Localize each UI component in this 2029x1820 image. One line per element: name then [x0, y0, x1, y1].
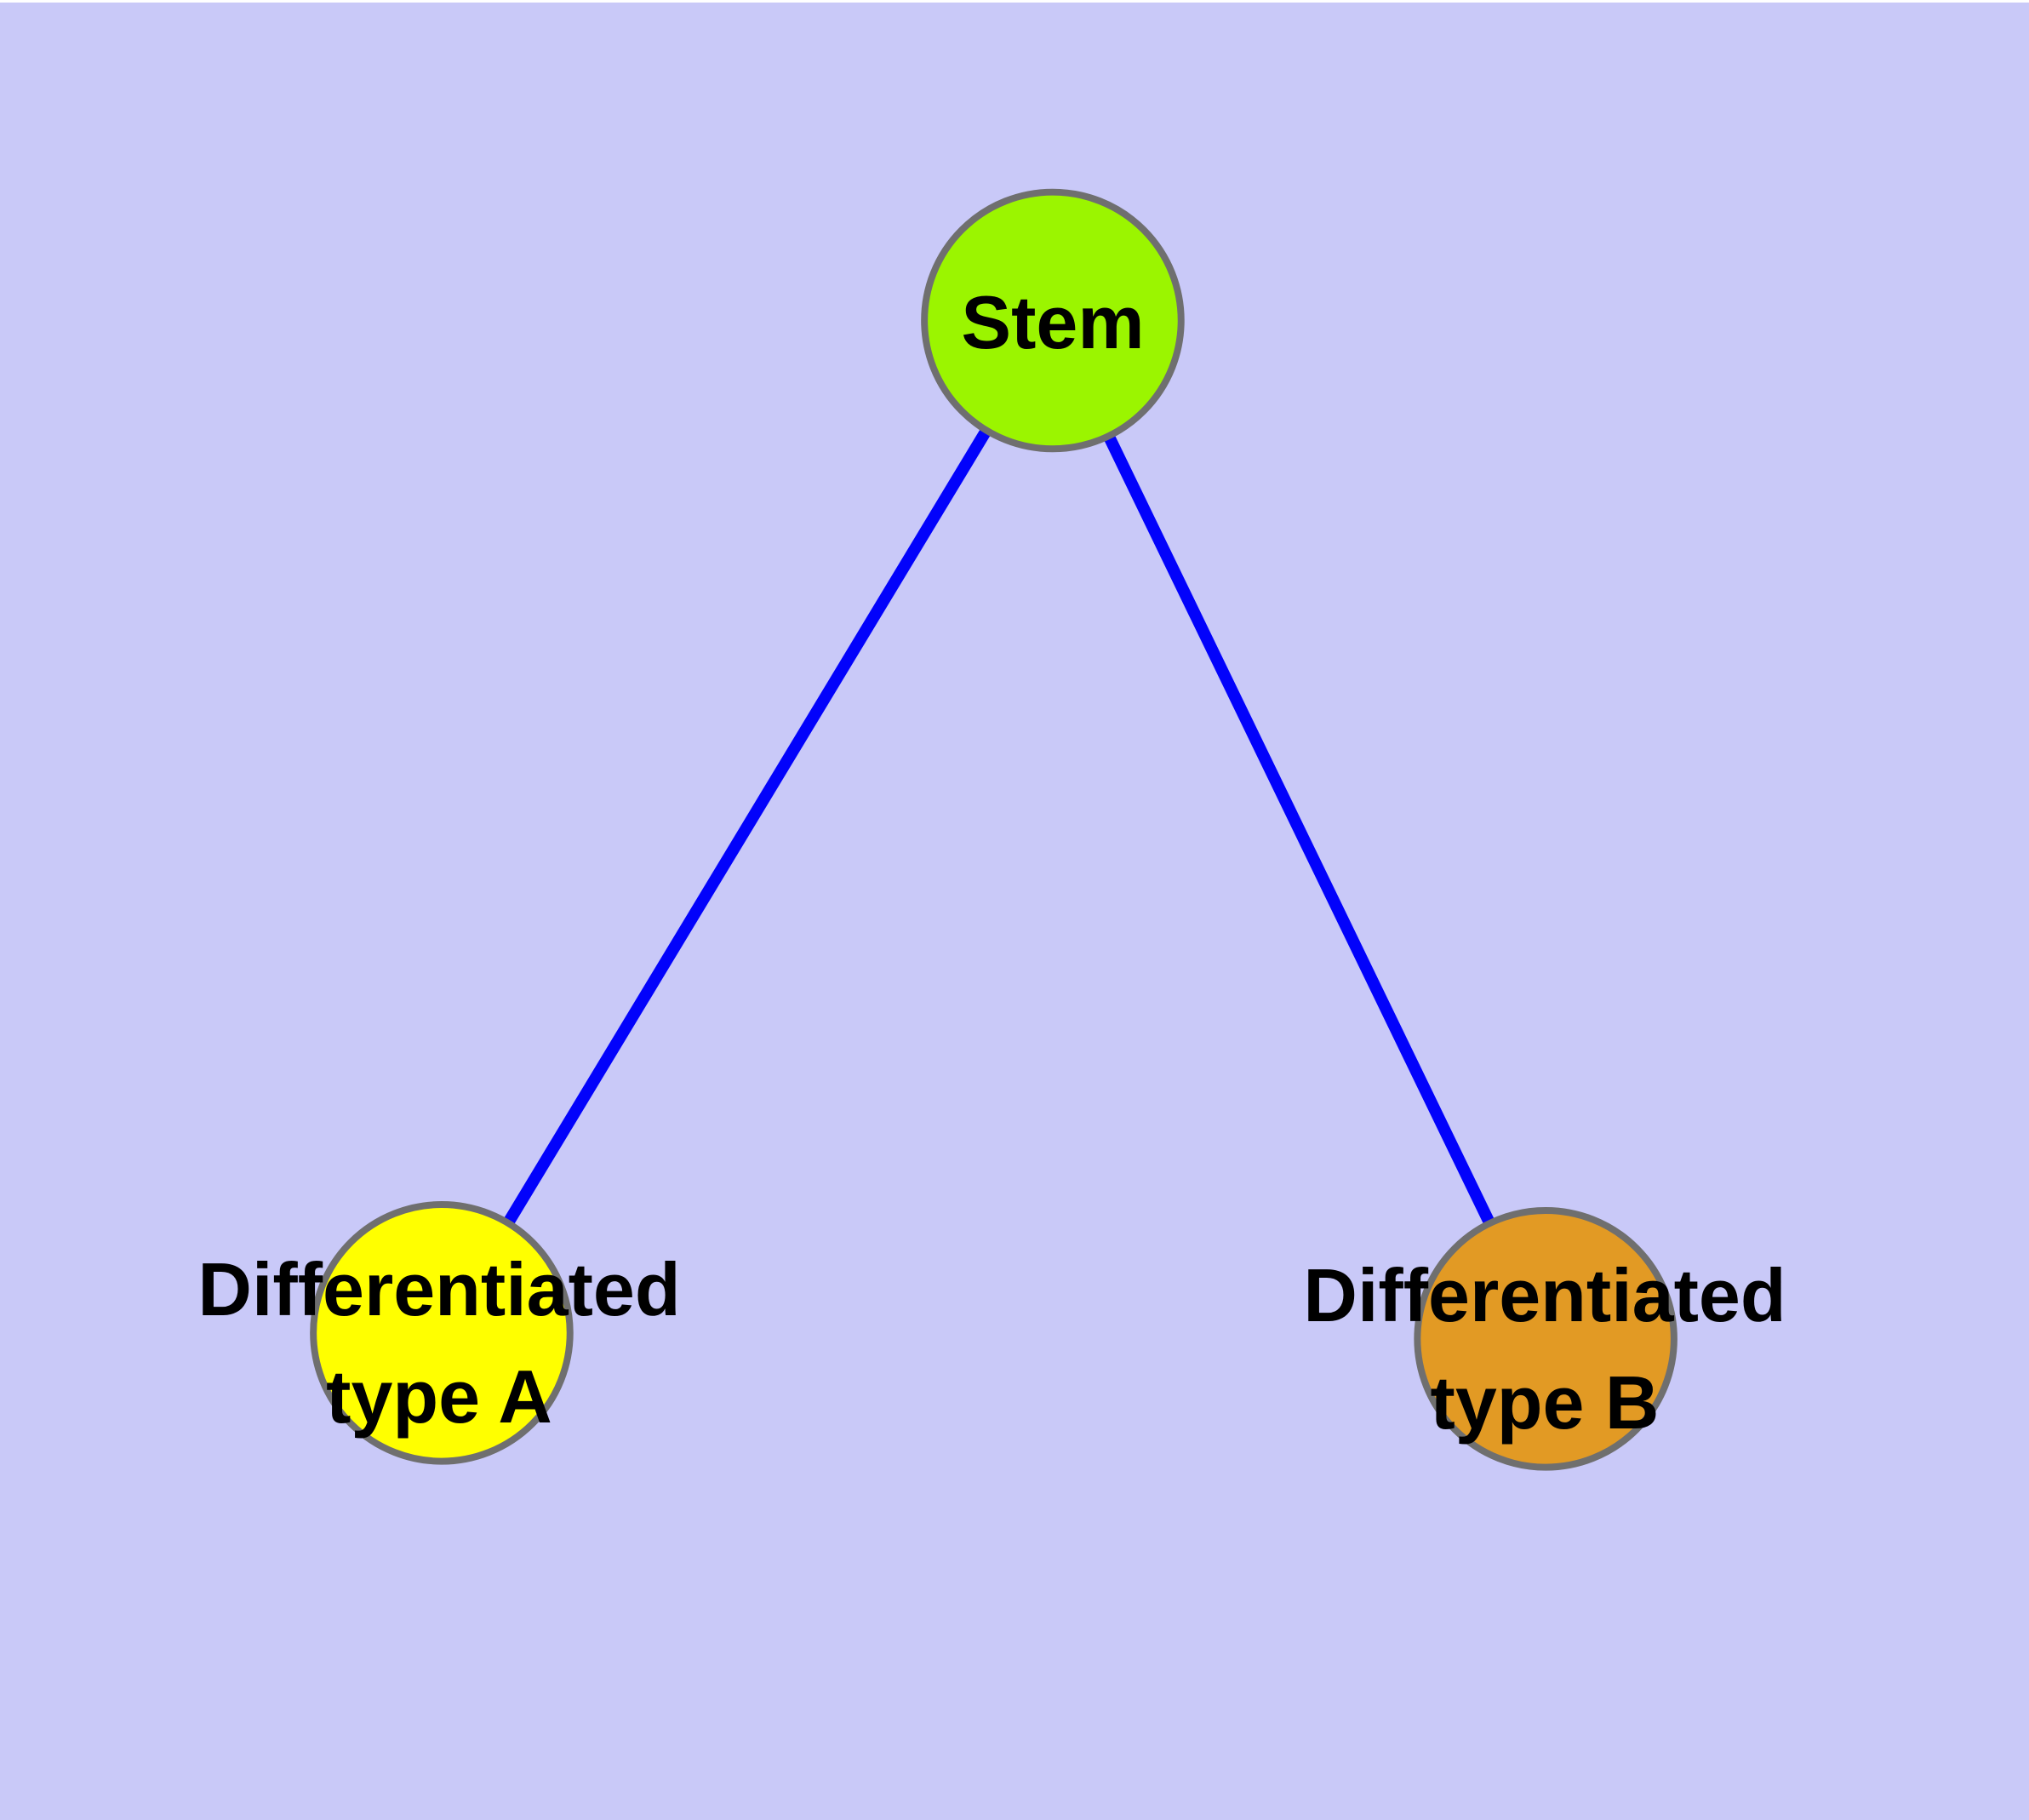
node-stem-circle	[921, 188, 1185, 453]
edge-stem-to-type-b	[1047, 318, 1552, 1342]
graph-svg	[310, 188, 1677, 1471]
edge-stem-to-type-a	[436, 317, 1058, 1336]
node-differentiated-type-a-circle	[310, 1201, 574, 1465]
node-differentiated-type-b-circle	[1414, 1207, 1677, 1471]
